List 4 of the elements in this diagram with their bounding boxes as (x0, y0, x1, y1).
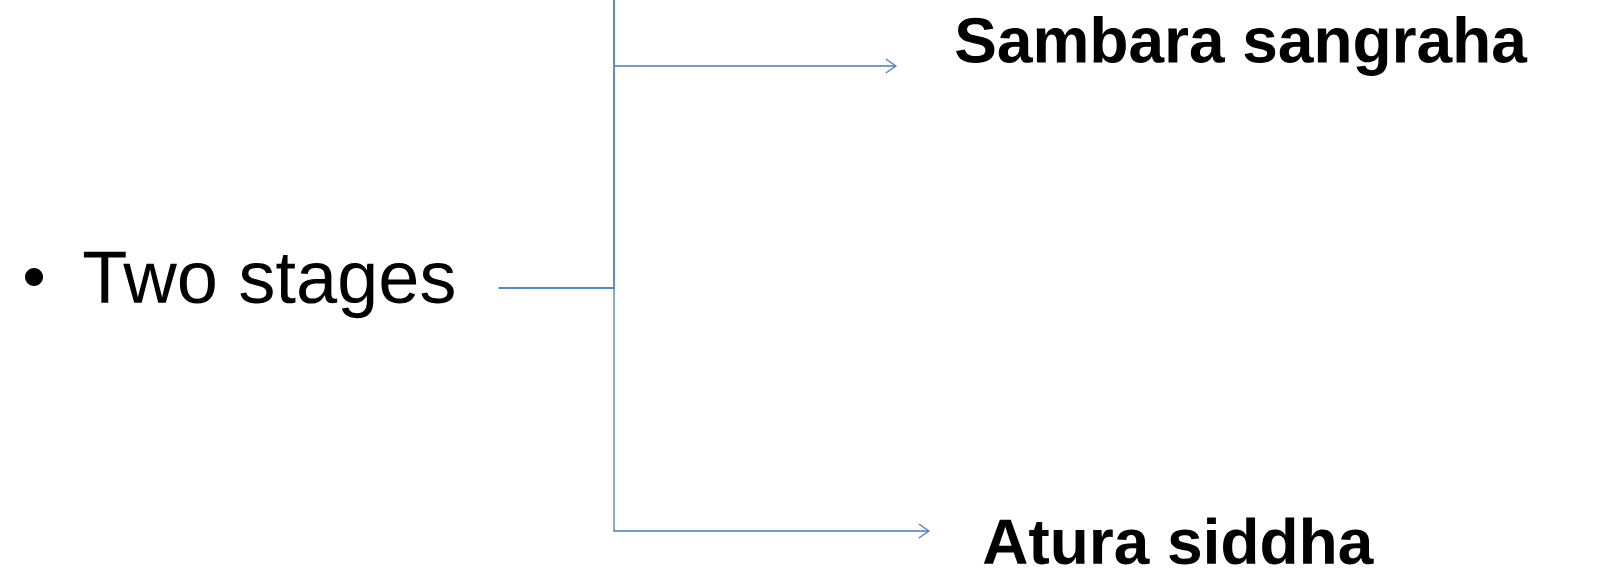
arrow (498, 0, 930, 539)
topic-text: Two stages (83, 251, 454, 319)
stage-label: Atura siddha (983, 517, 1374, 565)
stage-label: Sambara sangraha (956, 16, 1528, 76)
